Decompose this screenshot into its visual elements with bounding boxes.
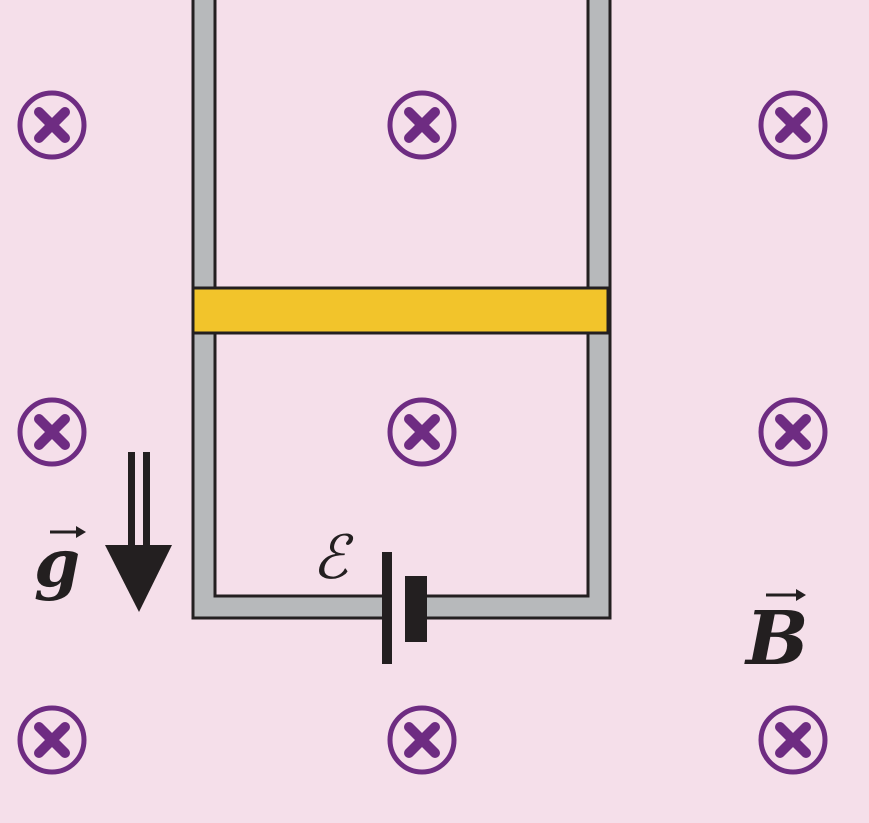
bottom-wire-right bbox=[418, 594, 612, 620]
circled-x-icon bbox=[17, 90, 87, 160]
circled-x-icon bbox=[17, 397, 87, 467]
bottom-wire-left bbox=[191, 594, 391, 620]
corner-left bbox=[194, 590, 214, 617]
battery-short-plate bbox=[405, 576, 427, 642]
gravity-label: g bbox=[34, 524, 80, 602]
emf-label: ℰ bbox=[312, 523, 354, 593]
magnetic-field-label: B bbox=[744, 596, 809, 682]
magnetic-field-label-group: B bbox=[744, 589, 809, 682]
vector-arrow-icon bbox=[50, 526, 86, 538]
battery-icon bbox=[382, 552, 427, 664]
arrow-head bbox=[105, 545, 172, 612]
vector-arrow-icon bbox=[766, 589, 806, 601]
circled-x-icon bbox=[758, 397, 828, 467]
circled-x-icon bbox=[758, 705, 828, 775]
circled-x-icon bbox=[387, 705, 457, 775]
magnetic-field-symbols bbox=[17, 90, 828, 775]
circled-x-icon bbox=[758, 90, 828, 160]
battery-long-plate bbox=[382, 552, 392, 664]
circled-x-icon bbox=[387, 90, 457, 160]
sliding-rod bbox=[191, 286, 610, 335]
circled-x-icon bbox=[387, 397, 457, 467]
arrow-shaft-left bbox=[128, 452, 135, 552]
gravity-label-group: g bbox=[34, 524, 86, 602]
arrow-shaft-right bbox=[143, 452, 150, 552]
circled-x-icon bbox=[17, 705, 87, 775]
corner-right bbox=[589, 590, 609, 617]
double-down-arrow-icon bbox=[105, 452, 172, 612]
